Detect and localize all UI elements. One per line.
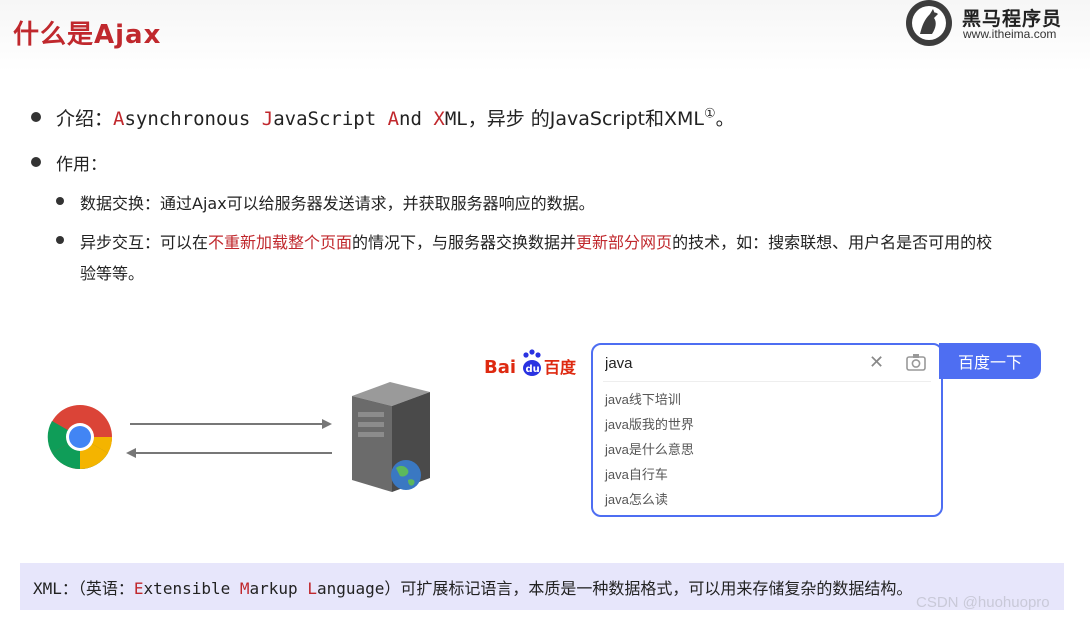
close-icon[interactable]: ✕ bbox=[869, 352, 885, 373]
usage-item-async: 异步交互：可以在不重新加载整个页面的情况下，与服务器交换数据并更新部分网页的技术… bbox=[80, 233, 993, 252]
brand-url: www.itheima.com bbox=[963, 27, 1057, 41]
usage-heading: 作用： bbox=[56, 155, 107, 175]
search-button[interactable]: 百度一下 bbox=[939, 343, 1041, 379]
horse-logo-icon bbox=[906, 0, 952, 46]
intro-line: 介绍：Asynchronous JavaScript And XML，异步 的J… bbox=[56, 106, 735, 130]
highlight-partial-update: 更新部分网页 bbox=[576, 233, 673, 252]
client-server-diagram bbox=[47, 382, 430, 492]
suggestion-item[interactable]: java是什么意思 bbox=[605, 442, 694, 457]
intro-label: 介绍： bbox=[56, 108, 114, 130]
request-arrow bbox=[130, 419, 332, 429]
suggestion-item[interactable]: java线下培训 bbox=[605, 392, 681, 407]
watermark: CSDN @huohuopro bbox=[916, 594, 1050, 611]
baidu-logo-text: 百度 bbox=[544, 358, 577, 377]
svg-text:Bai: Bai bbox=[484, 357, 516, 378]
server-icon bbox=[352, 382, 430, 492]
search-divider bbox=[603, 381, 931, 382]
baidu-logo: Bai du 百度 bbox=[484, 349, 577, 378]
chrome-icon bbox=[47, 405, 113, 470]
suggestion-item[interactable]: java自行车 bbox=[605, 467, 668, 482]
bullet-dot bbox=[31, 157, 41, 167]
paw-icon: du bbox=[523, 349, 541, 376]
footnote-mark: ① bbox=[704, 106, 716, 122]
usage-item-data-exchange: 数据交换：通过Ajax可以给服务器发送请求，并获取服务器响应的数据。 bbox=[80, 194, 595, 213]
svg-text:du: du bbox=[526, 364, 540, 375]
suggestion-list: java线下培训 java版我的世界 java是什么意思 java自行车 jav… bbox=[605, 387, 694, 512]
bullet-dot bbox=[31, 112, 41, 122]
highlight-no-reload: 不重新加载整个页面 bbox=[208, 233, 353, 252]
sub-bullet-dot bbox=[56, 236, 64, 244]
response-arrow bbox=[126, 448, 332, 458]
xml-note-box: XML：（英语：Extensible Markup Language）可扩展标记… bbox=[20, 563, 1064, 610]
usage-item-async-cont: 验等等。 bbox=[80, 264, 145, 283]
brand-name: 黑马程序员 bbox=[962, 8, 1063, 30]
page-title: 什么是Ajax bbox=[13, 20, 162, 50]
xml-note: XML：（英语：Extensible Markup Language）可扩展标记… bbox=[33, 579, 913, 598]
camera-icon[interactable] bbox=[906, 353, 926, 371]
suggestion-item[interactable]: java怎么读 bbox=[605, 492, 668, 507]
intro-rest: ，异步 的JavaScript和XML bbox=[467, 108, 704, 130]
search-input[interactable] bbox=[605, 351, 845, 375]
brand-logo: 黑马程序员 www.itheima.com bbox=[906, 0, 1090, 46]
search-box[interactable]: ✕ java线下培训 java版我的世界 java是什么意思 java自行车 j… bbox=[591, 343, 943, 517]
sub-bullet-dot bbox=[56, 197, 64, 205]
suggestion-item[interactable]: java版我的世界 bbox=[605, 417, 694, 432]
